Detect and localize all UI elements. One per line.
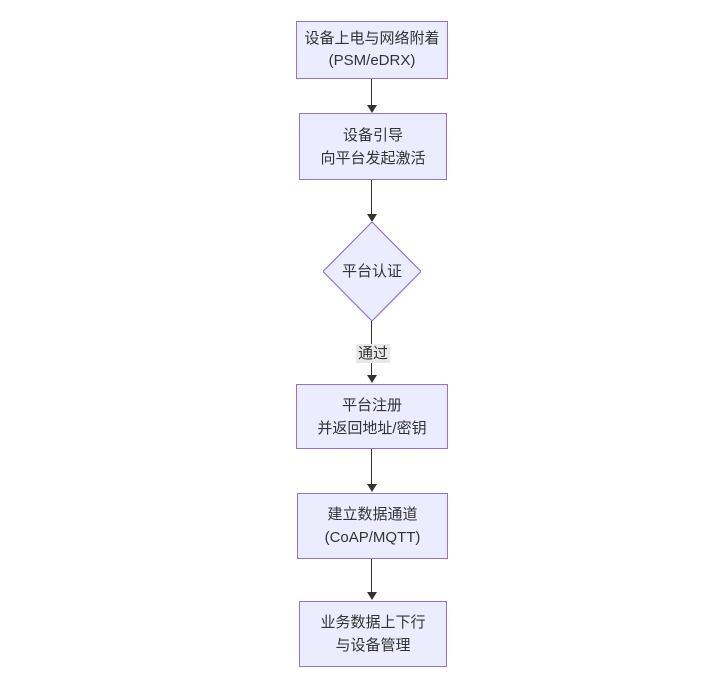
arrowhead-icon — [367, 105, 377, 113]
node-bootstrap-activate: 设备引导 向平台发起激活 — [299, 113, 447, 180]
node-text: 平台认证 — [341, 263, 402, 280]
node-text: 并返回地址/密钥 — [317, 419, 427, 437]
arrowhead-icon — [367, 484, 377, 492]
arrowhead-icon — [367, 214, 377, 222]
node-data-channel: 建立数据通道 (CoAP/MQTT) — [297, 493, 448, 559]
node-business-data-mgmt: 业务数据上下行 与设备管理 — [299, 601, 447, 667]
edge-arrow-line — [371, 559, 372, 593]
edge-arrow-line — [371, 449, 372, 485]
node-text: 向平台发起激活 — [320, 149, 426, 167]
node-text: (PSM/eDRX) — [328, 52, 416, 69]
arrowhead-icon — [367, 592, 377, 600]
diamond-shape-icon — [323, 222, 421, 321]
node-text: 与设备管理 — [335, 637, 411, 654]
node-text: 建立数据通道 — [327, 506, 418, 523]
node-text: 设备引导 — [342, 126, 403, 144]
edge-arrow-line — [371, 79, 372, 105]
node-text: 平台注册 — [341, 396, 402, 414]
decision-platform-auth: 平台认证 — [323, 222, 421, 321]
node-platform-register: 平台注册 并返回地址/密钥 — [296, 384, 448, 449]
arrowhead-icon — [367, 375, 377, 383]
edge-arrow-line — [371, 180, 372, 215]
node-power-on-attach: 设备上电与网络附着 (PSM/eDRX) — [296, 21, 448, 79]
node-text: (CoAP/MQTT) — [324, 529, 421, 546]
node-text: 设备上电与网络附着 — [304, 30, 440, 47]
edge-label-pass: 通过 — [356, 344, 391, 363]
node-text: 业务数据上下行 — [320, 614, 426, 631]
